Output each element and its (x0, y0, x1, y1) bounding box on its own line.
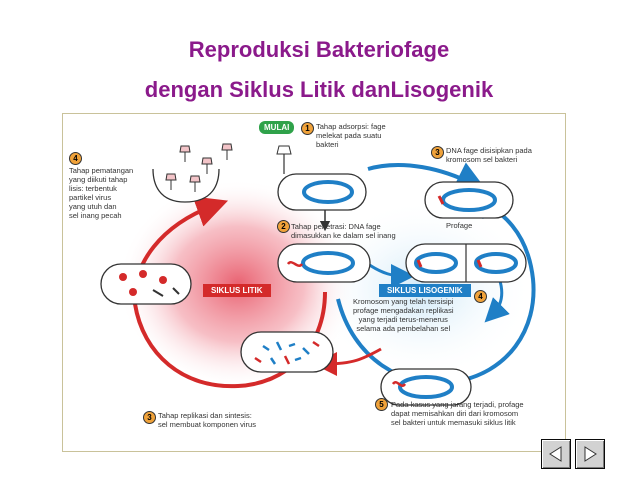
lysogenic-to-lytic-arrow (313, 347, 382, 376)
excision-cell (380, 368, 472, 406)
triangle-right-icon (584, 446, 597, 462)
profage-label: Profage (446, 221, 473, 230)
step3-lytic-caption: Tahap replikasi dan sintesis:sel membuat… (158, 411, 256, 429)
next-slide-button[interactable] (575, 439, 605, 469)
lysogenic-cycle-label: SIKLUS LISOGENIK (379, 284, 471, 297)
dividing-cell (405, 243, 527, 283)
lytic-cycle-label: SIKLUS LITIK (203, 284, 271, 297)
penetration-to-lysogenic-arrow (367, 262, 415, 288)
integration-cell (424, 181, 514, 219)
slide-title-line2: dengan Siklus Litik danLisogenik (144, 77, 494, 102)
step-badge-3-lytic: 3 (143, 411, 156, 424)
previous-slide-button[interactable] (541, 439, 571, 469)
bacteriophage-cycle-diagram: MULAI 1 2 4 3 3 4 5 Tahap adsorpsi: fage… (62, 113, 566, 452)
slide-title-line1: Reproduksi Bakteriofage (188, 37, 450, 62)
step-badge-3-lyso: 3 (431, 146, 444, 159)
step-badge-4-lyso: 4 (474, 290, 487, 303)
assembly-cell (100, 263, 192, 305)
lysogenic-cycle-arrow (336, 188, 536, 385)
step-badge-4-lytic: 4 (69, 152, 82, 165)
step-badge-5-lyso: 5 (375, 398, 388, 411)
start-badge: MULAI (259, 121, 295, 134)
step-badge-1: 1 (301, 122, 314, 135)
adsorption-cell (276, 145, 367, 211)
lysogenic-top-arrow (367, 162, 488, 192)
replication-cell (240, 331, 334, 373)
lysis-cell (152, 143, 233, 203)
triangle-left-icon (549, 446, 562, 462)
step-badge-2: 2 (277, 220, 290, 233)
penetration-cell (277, 243, 371, 283)
